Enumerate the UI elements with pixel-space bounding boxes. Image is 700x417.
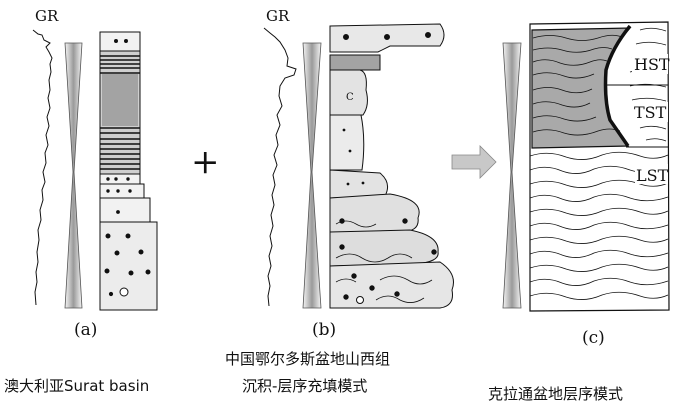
sequence-boundary-bold: [603, 24, 632, 147]
tract-label-lst: LST: [636, 166, 669, 185]
lithology-column-b: C: [329, 23, 454, 309]
panel-c: HST TST LST (c): [502, 21, 670, 348]
panel-letter-a: (a): [74, 320, 97, 340]
panel-letter-c: (c): [582, 328, 605, 348]
small-mark-c: C: [346, 92, 354, 103]
gr-curve-b: [263, 27, 297, 307]
gr-label-b: GR: [266, 7, 290, 25]
texture-lines: [529, 27, 669, 300]
panel-letter-b: (b): [312, 320, 336, 340]
gr-wedge-a: [64, 42, 83, 309]
lithology-column-a: [99, 31, 158, 311]
gr-wedge-c: [502, 42, 522, 309]
caption-b-line2: 沉积-层序充填模式: [242, 377, 367, 395]
tract-label-hst: HST: [634, 55, 670, 74]
caption-c: 克拉通盆地层序模式: [488, 385, 623, 403]
gr-wedge-b: [302, 42, 322, 309]
gr-label-a: GR: [35, 7, 59, 25]
gr-curve-a: [32, 29, 53, 306]
plus-sign: +: [191, 142, 220, 182]
panel-a: GR: [32, 7, 158, 340]
panel-b: GR C: [263, 7, 454, 340]
column-border-c: [529, 21, 670, 312]
caption-a: 澳大利亚Surat basin: [4, 377, 149, 395]
caption-b-line1: 中国鄂尔多斯盆地山西组: [225, 350, 390, 368]
tract-label-tst: TST: [634, 103, 667, 122]
transition-arrow: [451, 145, 497, 179]
